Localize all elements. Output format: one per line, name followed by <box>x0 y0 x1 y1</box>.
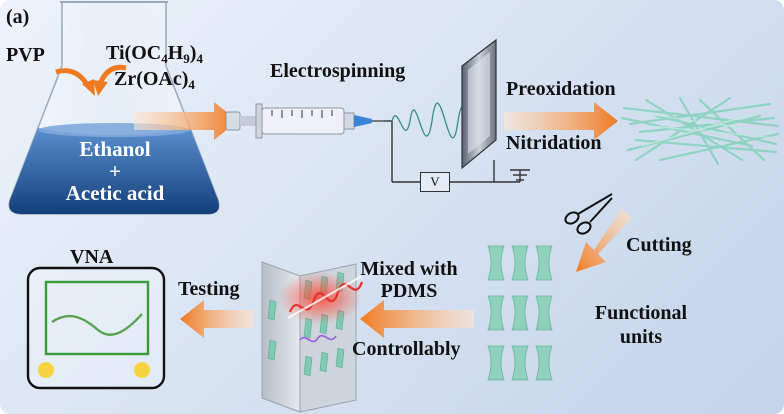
step-functional-units-line1: Functional <box>594 302 688 324</box>
arrow-to-vna <box>180 300 254 338</box>
em-wave-icon <box>278 272 364 343</box>
vna-label: VNA <box>70 246 114 268</box>
electrospinning-circuit <box>384 120 530 183</box>
vna-curve <box>51 313 143 336</box>
vna-knob-left <box>38 362 54 378</box>
reagent-zirconium-acetate: Zr(OAc)4 <box>114 68 195 92</box>
flask-solvent-line3: Acetic acid <box>65 181 165 205</box>
step-testing: Testing <box>178 278 240 300</box>
reagent-pvp: PVP <box>6 44 45 66</box>
step-mixed-with-line1: Mixed with <box>360 258 458 280</box>
reagent-titanium-butoxide: Ti(OC4H9)4 <box>106 42 203 66</box>
panel-label: (a) <box>6 6 30 28</box>
syringe-icon <box>225 103 384 139</box>
pour-arrows-icon <box>55 64 127 96</box>
step-preoxidation: Preoxidation <box>506 78 616 100</box>
voltage-source-box: V <box>420 172 450 192</box>
flask-solvent-line1: Ethanol <box>79 137 151 161</box>
collector-plate-icon <box>461 38 497 170</box>
vna-device-icon <box>26 266 166 390</box>
step-cutting: Cutting <box>626 234 692 256</box>
step-nitridation: Nitridation <box>506 132 602 154</box>
arrow-to-cutting <box>576 208 632 272</box>
step-electrospinning: Electrospinning <box>270 60 406 82</box>
step-controllably: Controllably <box>352 338 461 360</box>
flask-solvent-line2: + <box>109 159 121 183</box>
arrow-to-preoxidation <box>504 102 618 140</box>
step-mixed-with-line2: PDMS <box>380 280 438 302</box>
scissors-icon <box>564 193 613 235</box>
functional-units-grid <box>487 245 553 381</box>
arrow-flask-to-syringe <box>134 102 238 140</box>
step-functional-units-line2: units <box>619 326 663 348</box>
vna-knob-right <box>134 362 150 378</box>
arrow-to-mixing <box>360 300 474 338</box>
